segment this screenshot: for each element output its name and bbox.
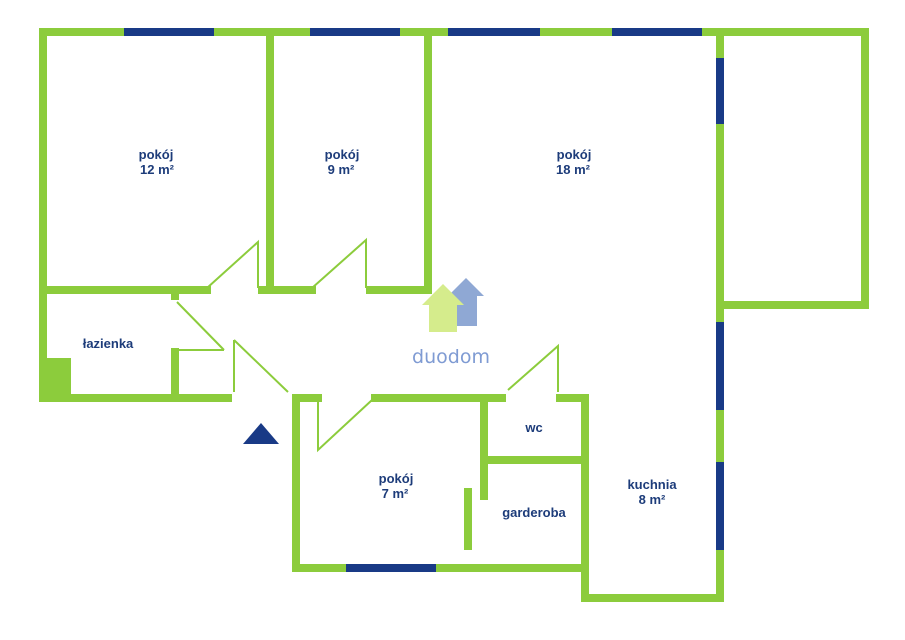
- room-name-lazienka: łazienka: [83, 336, 134, 351]
- room-name-kuchnia: kuchnia: [627, 477, 677, 492]
- door-room12: [206, 239, 259, 289]
- doors: [176, 237, 559, 453]
- room-area-pokoj-7: 7 m²: [382, 486, 409, 501]
- entrance-triangle-icon: [243, 423, 279, 444]
- door-entrance: [233, 339, 289, 393]
- room-area-pokoj-9: 9 m²: [328, 162, 355, 177]
- wall-balcony: [716, 28, 869, 309]
- room-area-pokoj-18: 18 m²: [556, 162, 591, 177]
- room-name-garderoba: garderoba: [502, 505, 566, 520]
- door-bathroom: [176, 301, 225, 351]
- room-name-pokoj-18: pokój: [557, 147, 592, 162]
- door-room9: [311, 237, 367, 289]
- door-wc: [507, 343, 559, 392]
- house-logo-icon: [422, 284, 464, 332]
- logo-text: duodom: [412, 346, 490, 368]
- room-area-kuchnia: 8 m²: [639, 492, 666, 507]
- room-name-pokoj-9: pokój: [325, 147, 360, 162]
- door-room7: [317, 399, 373, 453]
- room-name-pokoj-12: pokój: [139, 147, 174, 162]
- windows: [124, 28, 724, 572]
- room-name-pokoj-7: pokój: [379, 471, 414, 486]
- room-labels: pokój 12 m² pokój 9 m² pokój 18 m² łazie…: [83, 147, 678, 520]
- logo: duodom: [412, 278, 490, 368]
- bathroom-fixture: [43, 358, 71, 398]
- room-area-pokoj-12: 12 m²: [140, 162, 175, 177]
- room-name-wc: wc: [524, 420, 542, 435]
